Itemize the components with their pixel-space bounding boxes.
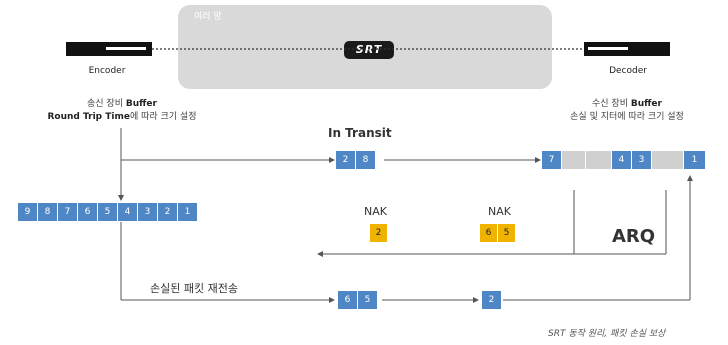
encoder-label: Encoder xyxy=(88,66,126,76)
retransmit-packet: 5 xyxy=(358,291,378,309)
retransmit-packet: 6 xyxy=(338,291,358,309)
sender-packet: 4 xyxy=(118,203,138,221)
retransmit-label: 손실된 패킷 재전송 xyxy=(150,282,238,295)
sender-packet: 3 xyxy=(138,203,158,221)
nak-packet: 6 xyxy=(480,224,498,242)
sender-packet: 5 xyxy=(98,203,118,221)
arq-label: ARQ xyxy=(612,226,656,247)
nak-packet: 2 xyxy=(370,224,388,242)
nak-packet: 5 xyxy=(498,224,516,242)
sender-packet: 1 xyxy=(178,203,198,221)
nak-label-left: NAK xyxy=(364,205,387,218)
receiver-buffer-caption: 수신 장비 Buffer 손실 및 지터에 따라 크기 설정 xyxy=(570,99,684,122)
sender-packet: 2 xyxy=(158,203,178,221)
receiver-packet: 3 xyxy=(632,151,652,169)
sender-packet: 6 xyxy=(78,203,98,221)
decoder-device xyxy=(584,42,670,56)
sender-packet: 7 xyxy=(58,203,78,221)
decoder-label: Decoder xyxy=(609,66,647,76)
encoder-device xyxy=(66,42,152,56)
in-transit-title: In Transit xyxy=(328,126,392,140)
sender-packet: 9 xyxy=(18,203,38,221)
sender-packet: 8 xyxy=(38,203,58,221)
receiver-packet: 7 xyxy=(542,151,562,169)
receiver-empty-slot xyxy=(586,151,612,169)
receiver-empty-slot xyxy=(562,151,586,169)
receiver-packet: 1 xyxy=(684,151,706,169)
in-transit-packet: 2 xyxy=(336,151,356,169)
receiver-empty-slot xyxy=(652,151,684,169)
sender-buffer-caption: 송신 장비 Buffer Round Trip Time에 따라 크기 설정 xyxy=(47,99,197,122)
retransmit-packet: 2 xyxy=(482,291,502,309)
in-transit-packet: 8 xyxy=(356,151,376,169)
nak-label-right: NAK xyxy=(488,205,511,218)
receiver-packet: 4 xyxy=(612,151,632,169)
network-label: 여러 망 xyxy=(194,12,222,22)
figure-caption: SRT 동작 원리, 패킷 손실 보상 xyxy=(548,329,666,339)
